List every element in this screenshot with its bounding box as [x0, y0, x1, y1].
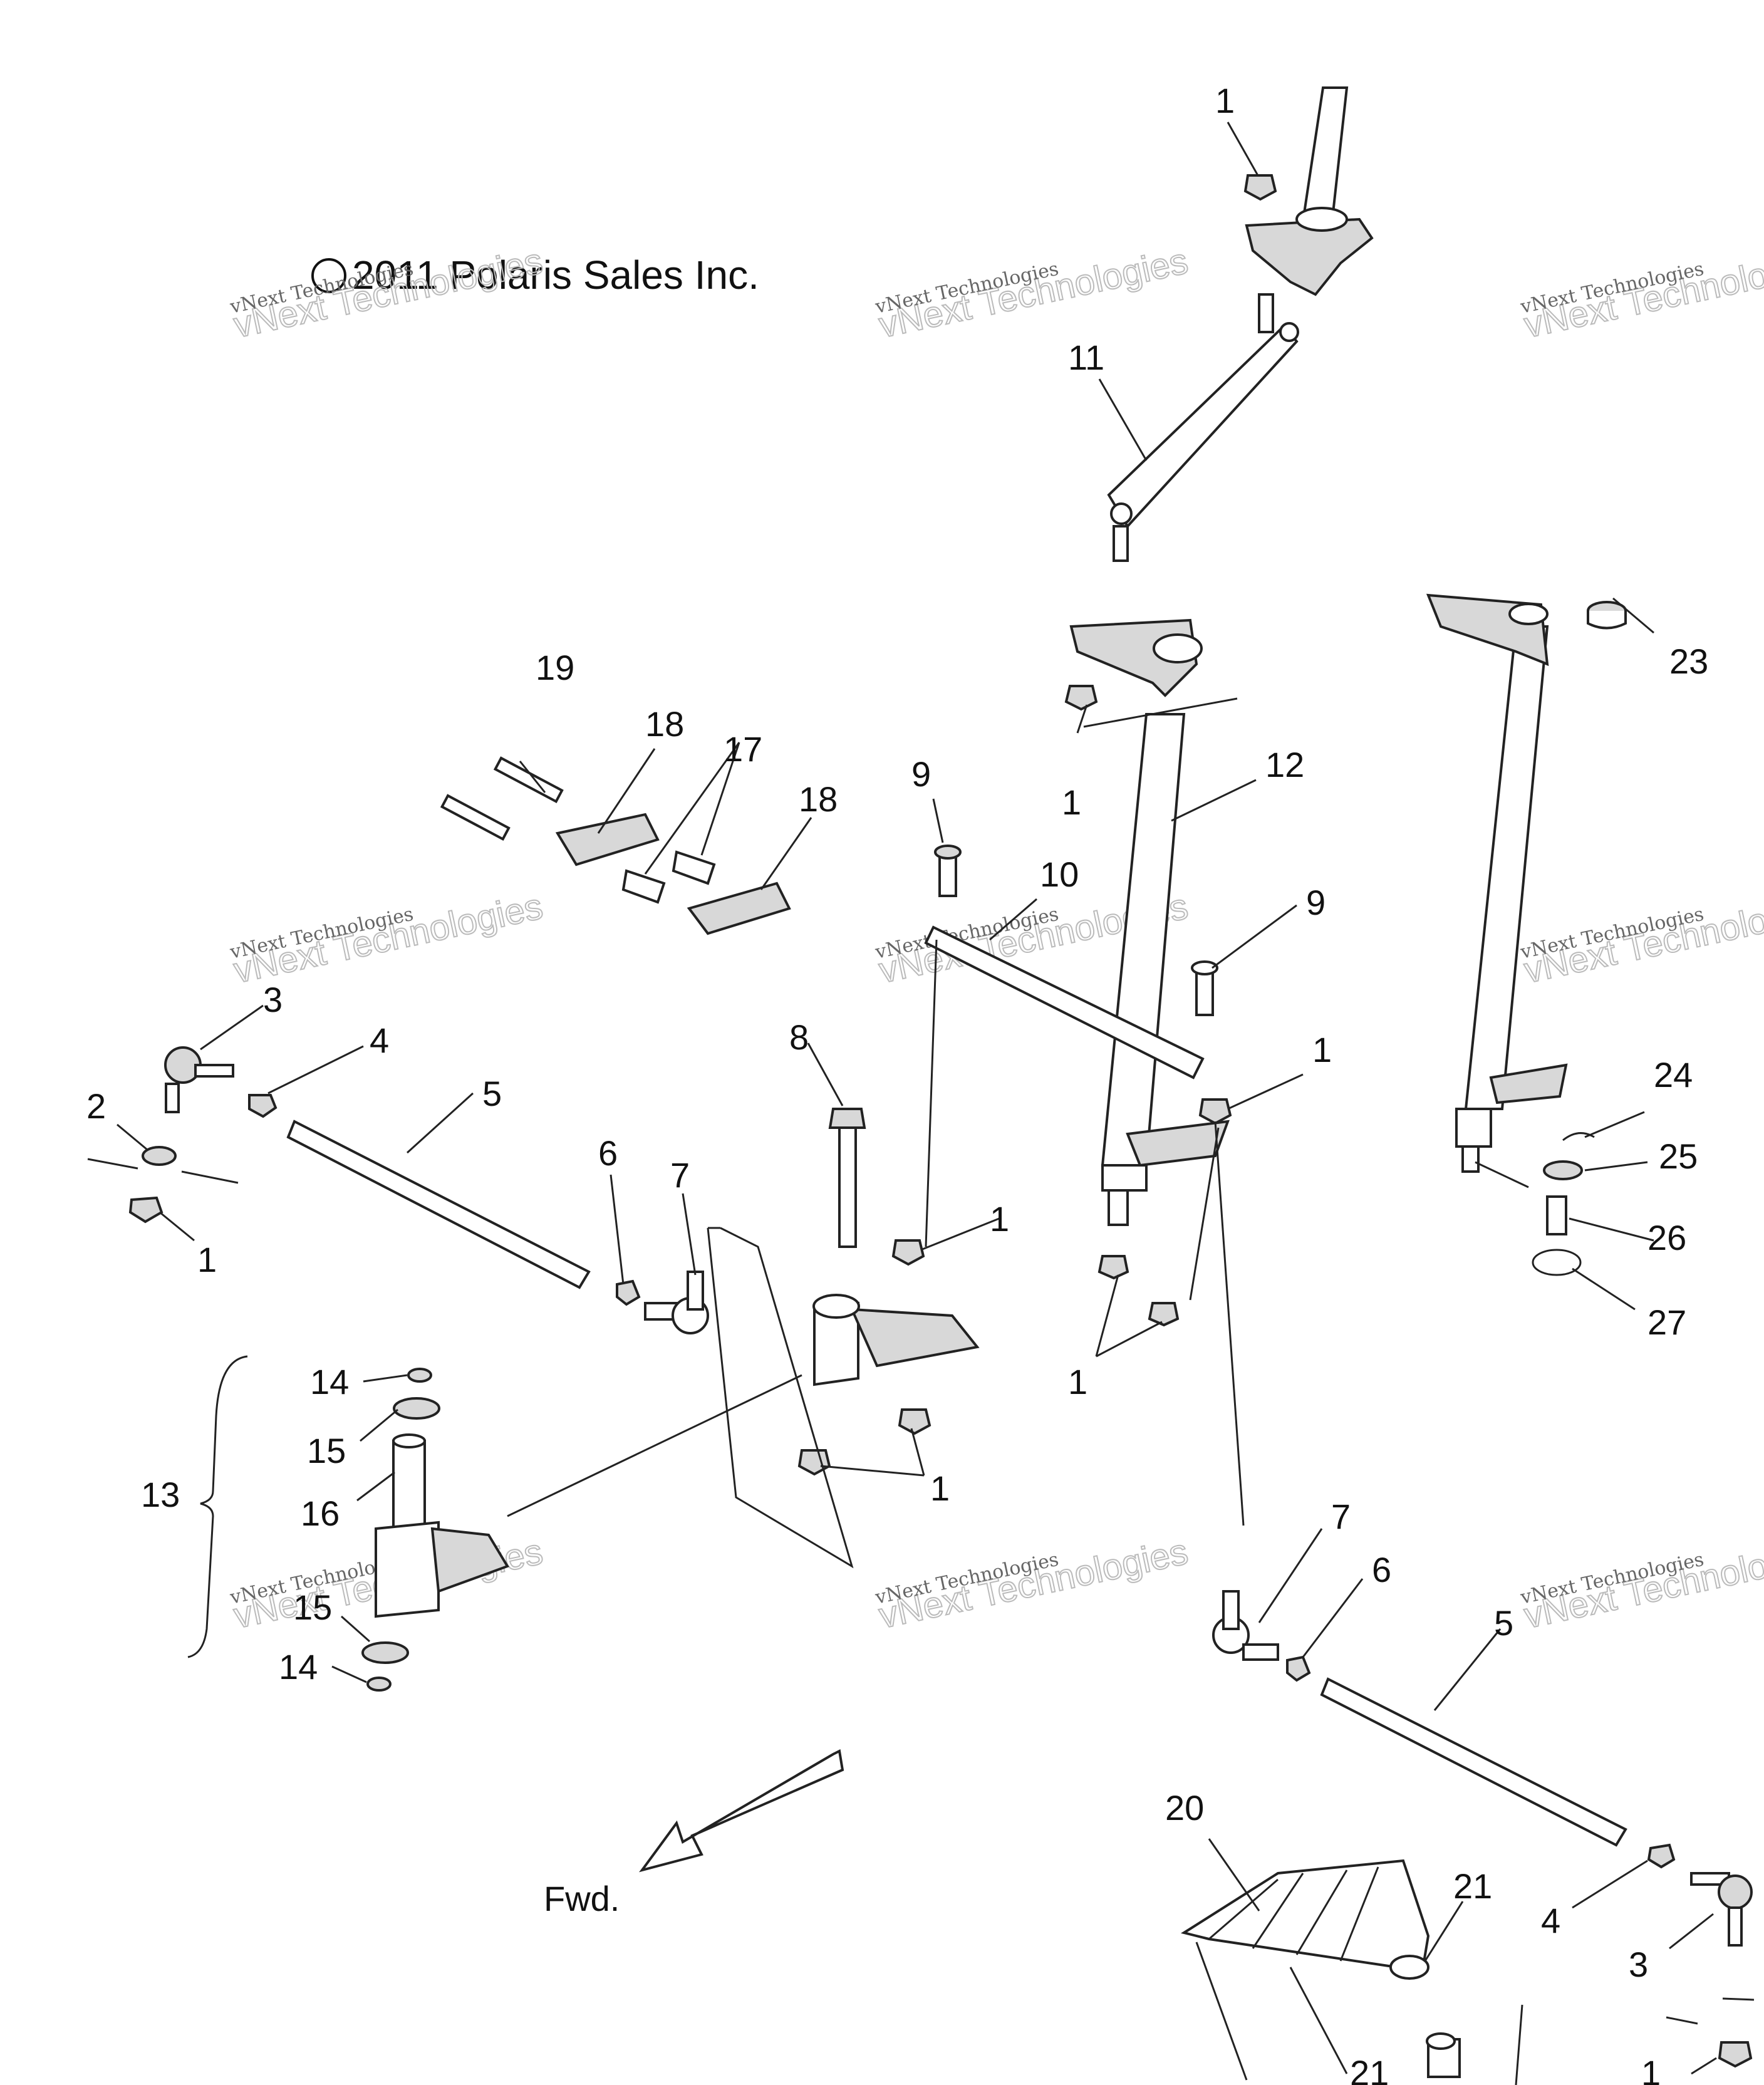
callout-13: 13 — [141, 1475, 180, 1514]
callout-8: 8 — [789, 1017, 809, 1057]
callout-25: 25 — [1659, 1136, 1698, 1176]
forward-direction-arrow — [639, 1749, 844, 1873]
pivot-bracket — [812, 1294, 980, 1386]
callout-23: 23 — [1669, 642, 1708, 681]
tie-rod-part-5-left — [286, 1120, 591, 1289]
callout-12: 12 — [1265, 745, 1304, 784]
callout-10: 10 — [1040, 855, 1079, 894]
callout-14: 14 — [310, 1362, 349, 1401]
tie-rod-part-5-right — [1320, 1677, 1627, 1847]
copyright-notice: 2011 Polaris Sales Inc. — [311, 252, 759, 298]
callout-1: 1 — [1215, 81, 1235, 120]
tie-rod-end-part-3-left — [164, 1046, 234, 1113]
callout-17: 17 — [724, 729, 762, 769]
bushing-bracket-parts — [440, 756, 791, 935]
callout-6: 6 — [1372, 1550, 1391, 1589]
callout-16: 16 — [301, 1494, 340, 1533]
nuts-part-1-post — [1064, 685, 1232, 1327]
bolt-part-9 — [934, 845, 962, 897]
callout-24: 24 — [1654, 1055, 1693, 1094]
callout-3: 3 — [263, 980, 283, 1019]
nut-part-6-right — [1286, 1655, 1311, 1682]
callout-1: 1 — [930, 1469, 950, 1508]
callout-numbers: 1 11 23 12 1 9 10 9 1 19 18 17 18 3 4 5 … — [86, 81, 1708, 2085]
nut-part-1-left — [128, 1196, 163, 1224]
callout-15: 15 — [307, 1431, 346, 1470]
callout-11: 11 — [1068, 338, 1104, 377]
callout-3: 3 — [1629, 1945, 1648, 1984]
callout-18: 18 — [645, 704, 684, 744]
callout-14: 14 — [279, 1647, 318, 1687]
callout-1: 1 — [990, 1199, 1009, 1239]
callout-1: 1 — [197, 1240, 217, 1279]
callout-7: 7 — [1331, 1497, 1351, 1536]
forward-label: Fwd. — [544, 1879, 620, 1918]
nut-part-1-top — [1243, 174, 1277, 201]
callout-15: 15 — [293, 1588, 332, 1627]
nut-part-4-left — [248, 1094, 278, 1118]
cap-part-23 — [1587, 601, 1627, 630]
callout-9: 9 — [1306, 883, 1326, 922]
bolt-part-8 — [828, 1108, 866, 1248]
tie-rod-end-part-3-right — [1666, 1872, 1755, 2068]
washer-part-2 — [87, 1146, 239, 1184]
bolt-part-9b — [1191, 960, 1218, 1016]
callout-26: 26 — [1647, 1218, 1686, 1257]
steering-post-part-12 — [1069, 618, 1230, 1226]
callout-1: 1 — [1312, 1030, 1332, 1069]
callout-5: 5 — [1494, 1603, 1513, 1643]
callout-5: 5 — [482, 1074, 502, 1113]
parts-24-to-27 — [1532, 1132, 1595, 1276]
callout-1: 1 — [1641, 2053, 1661, 2085]
callout-19: 19 — [536, 648, 574, 687]
leader-lines — [117, 122, 1717, 2081]
callout-27: 27 — [1647, 1302, 1686, 1342]
callout-4: 4 — [370, 1021, 389, 1060]
nut-part-6-left — [616, 1279, 641, 1306]
callout-18: 18 — [799, 779, 838, 819]
callout-20: 20 — [1165, 1788, 1204, 1828]
bracket-assembly-part-13 — [187, 1355, 509, 1692]
callout-21: 21 — [1350, 2053, 1389, 2085]
boot-part-20 — [1180, 1859, 1523, 2085]
nut-part-4-right — [1647, 1843, 1676, 1869]
callout-1: 1 — [1068, 1362, 1087, 1401]
callout-21: 21 — [1453, 1866, 1492, 1906]
steering-link-part-11 — [1107, 293, 1299, 562]
ball-joint-part-7-right — [1212, 1590, 1279, 1661]
right-steering-post — [1426, 593, 1568, 1173]
callout-4: 4 — [1541, 1901, 1560, 1940]
callout-1: 1 — [1062, 783, 1081, 822]
nuts-part-1-pivot — [797, 1239, 931, 1476]
upper-steering-column — [1245, 86, 1374, 296]
callout-7: 7 — [670, 1155, 690, 1195]
callout-9: 9 — [911, 754, 931, 794]
link-part-10 — [924, 925, 1205, 1079]
callout-2: 2 — [86, 1086, 106, 1126]
callout-6: 6 — [598, 1133, 618, 1173]
copyright-text: 2011 Polaris Sales Inc. — [352, 252, 759, 298]
ball-joint-part-7-left — [644, 1271, 709, 1334]
